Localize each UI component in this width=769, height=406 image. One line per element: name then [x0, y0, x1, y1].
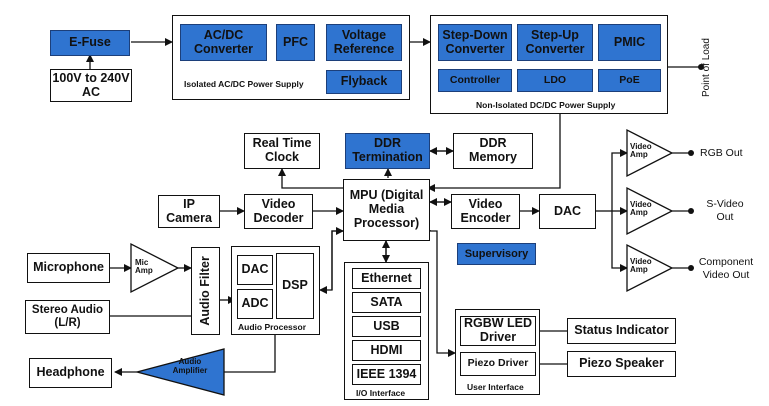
- supervisory-block: Supervisory: [457, 243, 536, 265]
- hdmi-block: HDMI: [352, 340, 421, 361]
- headphone-block: Headphone: [29, 358, 112, 388]
- ip-camera-block: IP Camera: [158, 195, 220, 228]
- io-interface-label: I/O Interface: [356, 388, 406, 398]
- component-out-label: Component Video Out: [698, 256, 754, 281]
- dac-video-block: DAC: [539, 194, 596, 229]
- ieee1394-block: IEEE 1394: [352, 364, 421, 385]
- svideo-out-label: S-Video Out: [706, 198, 744, 224]
- dsp-block: DSP: [276, 253, 314, 319]
- isolated-label: Isolated AC/DC Power Supply: [184, 79, 304, 89]
- ddr-termination-block: DDR Termination: [345, 133, 430, 169]
- acdc-converter-block: AC/DC Converter: [180, 24, 267, 61]
- piezo-driver-block: Piezo Driver: [460, 352, 536, 376]
- dac-audio-block: DAC: [237, 255, 273, 285]
- mic-amp-triangle: [130, 242, 180, 294]
- video-amp-1-triangle: [626, 128, 674, 178]
- audio-processor-label: Audio Processor: [238, 322, 307, 332]
- audio-filter-block: Audio Filter: [191, 247, 220, 335]
- voltage-reference-block: Voltage Reference: [326, 24, 402, 61]
- pfc-block: PFC: [276, 24, 315, 61]
- rgbw-led-block: RGBW LED Driver: [460, 316, 536, 346]
- rgb-out-label: RGB Out: [700, 147, 743, 159]
- sata-block: SATA: [352, 292, 421, 313]
- mpu-to-ui-arrow: [429, 230, 456, 357]
- poe-block: PoE: [598, 69, 661, 92]
- video-amp-1-label: Video Amp: [630, 142, 652, 160]
- video-amp-2-triangle: [626, 186, 674, 236]
- stereo-audio-block: Stereo Audio (L/R): [25, 300, 110, 334]
- ac-input-block: 100V to 240V AC: [50, 69, 132, 102]
- adc-audio-block: ADC: [237, 289, 273, 319]
- ddr-memory-block: DDR Memory: [453, 133, 533, 169]
- video-encoder-block: Video Encoder: [451, 194, 520, 229]
- mpu-block: MPU (Digital Media Processor): [343, 179, 430, 241]
- flyback-block: Flyback: [326, 70, 402, 94]
- video-amp-3-label: Video Amp: [630, 257, 652, 275]
- dsp-to-amp-line: [224, 331, 276, 373]
- pmic-block: PMIC: [598, 24, 661, 61]
- piezo-speaker-block: Piezo Speaker: [567, 351, 676, 377]
- efuse-block: E-Fuse: [50, 30, 130, 56]
- controller-block: Controller: [438, 69, 512, 92]
- status-indicator-block: Status Indicator: [567, 318, 676, 344]
- power-to-mpu-arrow: [427, 114, 561, 192]
- rtc-block: Real Time Clock: [244, 133, 320, 169]
- video-decoder-block: Video Decoder: [244, 194, 313, 229]
- usb-block: USB: [352, 316, 421, 337]
- audio-amplifier-label: Audio Amplifier: [172, 357, 208, 375]
- video-amp-2-label: Video Amp: [630, 200, 652, 218]
- non-isolated-label: Non-Isolated DC/DC Power Supply: [476, 100, 616, 110]
- microphone-block: Microphone: [27, 253, 110, 283]
- step-down-block: Step-Down Converter: [438, 24, 512, 61]
- video-amp-3-triangle: [626, 243, 674, 293]
- point-of-load-label: Point of Load: [701, 38, 712, 97]
- ethernet-block: Ethernet: [352, 268, 421, 289]
- audio-amplifier-triangle: [134, 348, 225, 396]
- ldo-block: LDO: [517, 69, 593, 92]
- mic-amp-label: Mic Amp: [135, 258, 153, 276]
- step-up-block: Step-Up Converter: [517, 24, 593, 61]
- user-interface-label: User Interface: [467, 382, 524, 392]
